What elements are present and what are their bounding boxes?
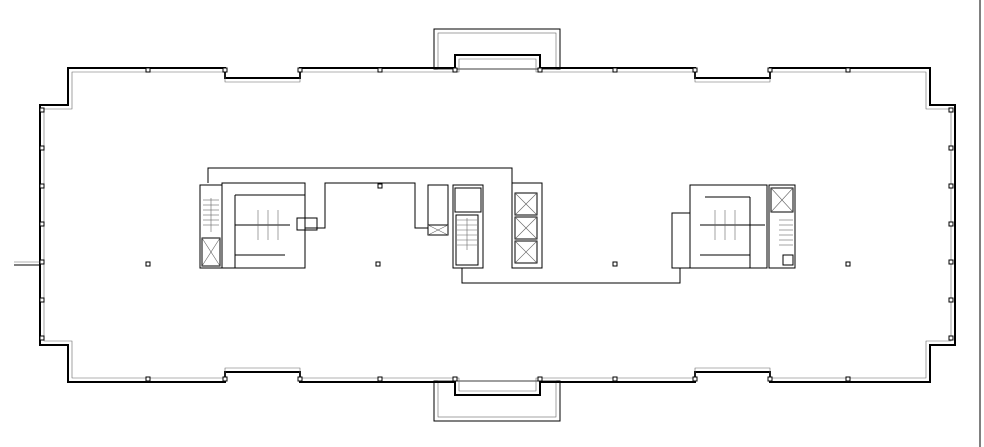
column-marker (612, 67, 618, 73)
column-marker (377, 67, 383, 73)
column-marker (145, 67, 151, 73)
column-marker (145, 376, 151, 382)
column-markers (39, 67, 954, 382)
column-marker (39, 107, 45, 113)
column-marker (948, 145, 954, 151)
column-marker (452, 376, 458, 382)
column-marker (948, 335, 954, 341)
column-marker (612, 376, 618, 382)
building-core (207, 167, 681, 284)
column-marker (948, 297, 954, 303)
column-marker (692, 67, 698, 73)
column-marker (297, 376, 303, 382)
column-marker (375, 261, 381, 267)
column-marker (767, 67, 773, 73)
column-marker (948, 221, 954, 227)
exterior-wall-inner (43, 58, 952, 392)
column-marker (377, 183, 383, 189)
column-marker (452, 67, 458, 73)
exterior-wall (39, 54, 956, 396)
column-marker (948, 107, 954, 113)
column-marker (39, 183, 45, 189)
column-marker (537, 376, 543, 382)
column-marker (845, 261, 851, 267)
west-restroom-block (199, 182, 318, 269)
column-marker (145, 261, 151, 267)
column-marker (297, 67, 303, 73)
column-marker (692, 376, 698, 382)
east-restroom-block (671, 184, 796, 269)
column-marker (377, 376, 383, 382)
column-marker (39, 335, 45, 341)
column-marker (948, 259, 954, 265)
column-marker (845, 67, 851, 73)
north-entrance-canopy (433, 28, 561, 70)
central-stair-elevator (427, 182, 543, 269)
column-marker (767, 376, 773, 382)
column-marker (39, 221, 45, 227)
column-marker (222, 376, 228, 382)
column-marker (39, 259, 45, 265)
column-marker (537, 67, 543, 73)
column-marker (39, 145, 45, 151)
column-marker (612, 261, 618, 267)
column-marker (39, 297, 45, 303)
column-marker (845, 376, 851, 382)
column-marker (948, 183, 954, 189)
column-marker (222, 67, 228, 73)
south-entrance-canopy (433, 380, 561, 422)
